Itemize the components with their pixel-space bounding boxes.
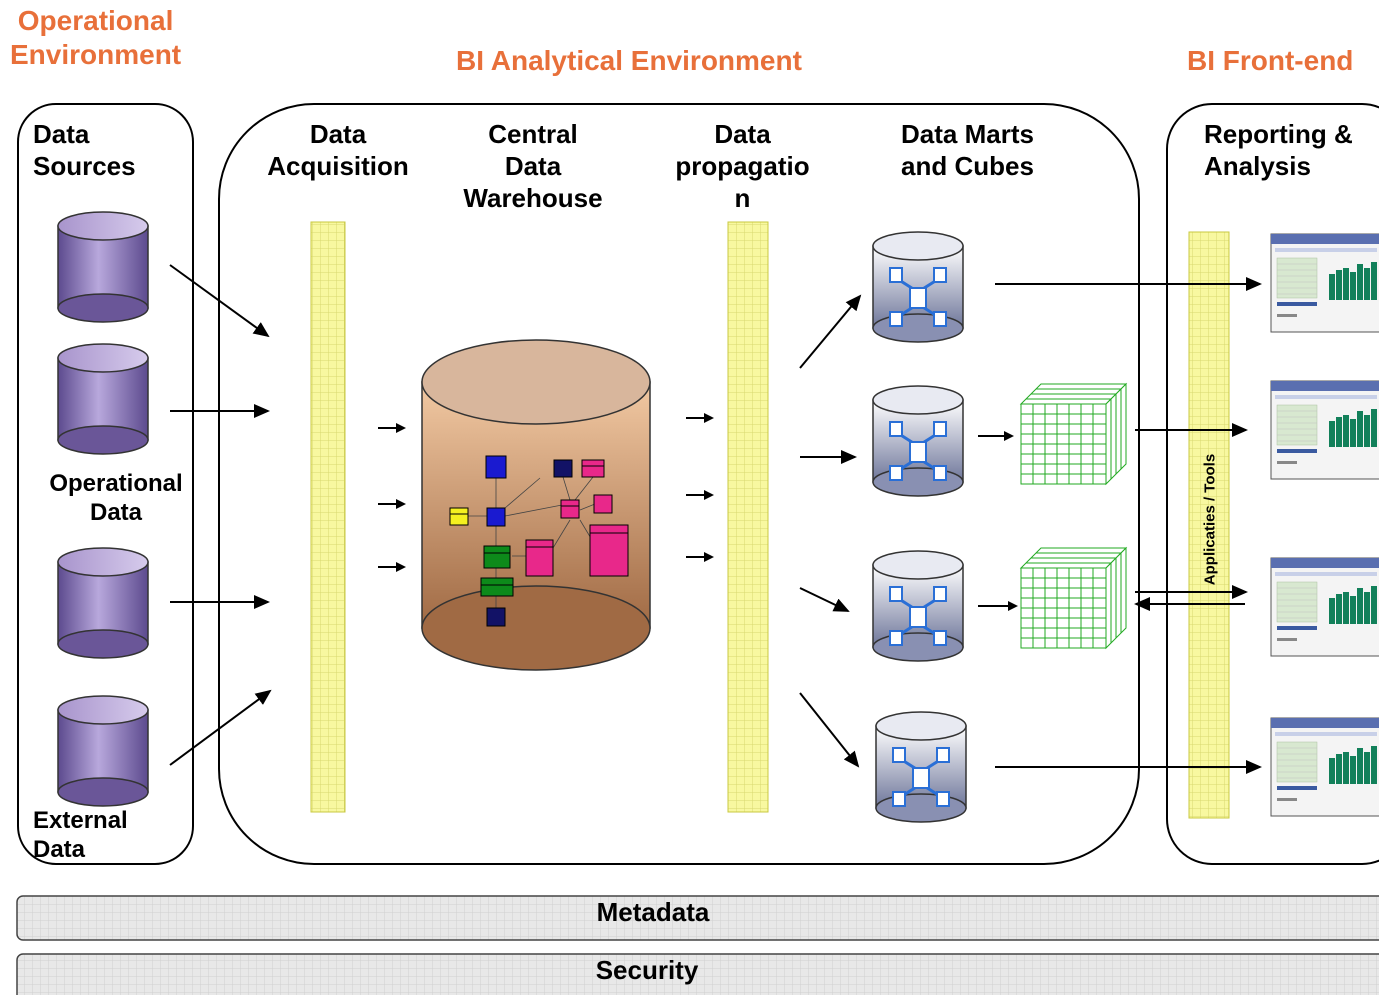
er-model: [449, 455, 629, 627]
acquisition-to-dwh-arrows: [378, 413, 714, 572]
olap-cube-2: [1020, 547, 1127, 649]
tools-bar: [1188, 231, 1230, 819]
column-data-sources: Data Sources: [33, 119, 136, 181]
column-data-acquisition: Data Acquisition: [267, 119, 409, 181]
label-tools: Applicaties / Tools: [1201, 453, 1219, 586]
analytical-environment-container: [218, 103, 1140, 865]
column-reporting-analysis: Reporting & Analysis: [1204, 119, 1353, 181]
data-acquisition-bar: [310, 221, 346, 813]
data-mart-2: [871, 384, 965, 498]
security-band: [16, 953, 1379, 995]
label-metadata: Metadata: [596, 897, 710, 927]
report-screenshot-4: [1270, 717, 1379, 817]
source-to-acquisition-arrows: [169, 264, 272, 766]
heading-analytical-environment: BI Analytical Environment: [456, 45, 802, 76]
operational-environment-container: [17, 103, 194, 865]
source-database-1: [57, 211, 149, 323]
heading-operational-environment: Operational Environment: [10, 5, 182, 70]
source-database-2: [57, 343, 149, 455]
column-data-marts: Data Marts and Cubes: [901, 119, 1034, 181]
report-screenshot-3: [1270, 557, 1379, 657]
source-database-3: [57, 547, 149, 659]
column-data-propagation: Data propagatio n: [675, 119, 810, 213]
report-screenshot-2: [1270, 380, 1379, 480]
data-propagation-bar: [727, 221, 769, 813]
label-external-data: External Data: [33, 807, 128, 863]
data-mart-4: [874, 710, 968, 824]
heading-front-end: BI Front-end: [1187, 45, 1354, 76]
front-end-container: [1166, 103, 1379, 865]
olap-cube-1: [1020, 383, 1127, 485]
to-report-arrows: [995, 277, 1262, 774]
data-mart-1: [871, 230, 965, 344]
source-database-4: [57, 695, 149, 807]
mart-to-cube-arrows: [978, 431, 1018, 611]
label-security: Security: [595, 955, 699, 985]
report-screenshot-1: [1270, 233, 1379, 333]
propagation-to-marts-arrows: [799, 294, 862, 768]
metadata-band: [16, 895, 1379, 941]
central-warehouse-cylinder: [421, 339, 651, 671]
data-mart-3: [871, 549, 965, 663]
label-operational-data: Operational Data: [49, 470, 183, 526]
column-central-data-warehouse: Central Data Warehouse: [463, 119, 603, 213]
